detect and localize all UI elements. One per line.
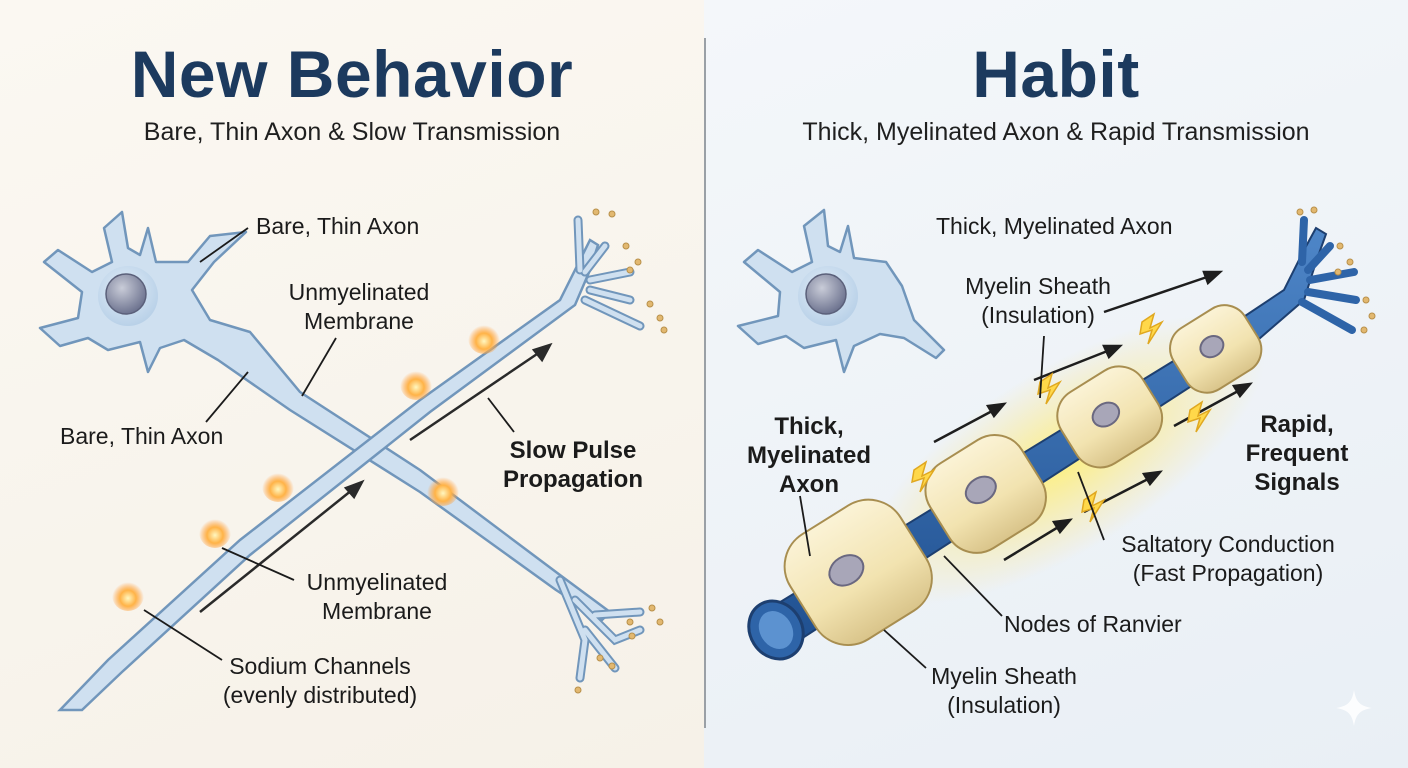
left-nucleus <box>105 273 147 315</box>
label-sodium-line2: (evenly distributed) <box>222 682 418 708</box>
myelin-segment-2 <box>924 434 1047 554</box>
label-unmyelinated-bottom-line2: Membrane <box>322 598 432 624</box>
label-myelin-bottom-line1: Myelin Sheath <box>931 663 1077 689</box>
myelin-segment-1 <box>783 498 933 647</box>
myelin-segment-4 <box>1169 304 1263 394</box>
label-rapid-line2: Frequent <box>1245 440 1349 467</box>
slow-pulse-arrows <box>199 342 553 613</box>
panel-divider <box>704 38 706 728</box>
label-slow-pulse-line2: Propagation <box>502 466 643 493</box>
left-subtitle: Bare, Thin Axon & Slow Transmission <box>143 118 561 146</box>
left-title: New Behavior <box>130 37 574 111</box>
label-slow-pulse-line1: Slow Pulse <box>509 437 637 464</box>
label-unmyelinated-top: Unmyelinated Membrane <box>274 278 444 336</box>
label-unmyelinated-top-line2: Membrane <box>304 308 414 334</box>
label-thick-left-line1: Thick, <box>774 413 844 440</box>
label-saltatory-conduction: Saltatory Conduction (Fast Propagation) <box>1096 530 1360 588</box>
label-bare-axon-left: Bare, Thin Axon <box>60 423 224 449</box>
label-thick-left-line2: Myelinated <box>746 442 872 469</box>
right-title: Habit <box>972 37 1140 111</box>
label-saltatory-line1: Saltatory Conduction <box>1121 531 1335 557</box>
sodium-channels <box>112 322 500 611</box>
rapid-signal-arrows <box>933 270 1253 562</box>
new-behavior-panel: New Behavior Bare, Thin Axon & Slow Tran… <box>38 37 668 712</box>
sparkle-icon <box>1336 690 1372 726</box>
habit-panel: Habit Thick, Myelinated Axon & Rapid Tra… <box>704 0 1408 768</box>
right-vesicle-dots <box>1296 206 1376 334</box>
right-leader-lines <box>799 335 1105 669</box>
thin-axon-illustration <box>38 208 668 712</box>
label-sodium-channels: Sodium Channels (evenly distributed) <box>200 652 440 710</box>
right-subtitle: Thick, Myelinated Axon & Rapid Transmiss… <box>802 118 1310 146</box>
thin-axon-rising <box>57 215 645 712</box>
left-leader-lines <box>143 227 515 661</box>
label-myelin-top: Myelin Sheath (Insulation) <box>958 272 1118 330</box>
label-saltatory-line2: (Fast Propagation) <box>1132 560 1324 586</box>
myelinated-axon-illustration <box>736 206 1376 669</box>
label-bare-axon-top: Bare, Thin Axon <box>256 213 420 239</box>
label-slow-pulse: Slow Pulse Propagation <box>488 436 658 494</box>
myelinated-axon <box>747 216 1360 661</box>
label-unmyelinated-top-line1: Unmyelinated <box>288 279 430 305</box>
label-myelin-top-line2: (Insulation) <box>981 302 1095 328</box>
label-rapid-line1: Rapid, <box>1260 411 1334 438</box>
label-sodium-line1: Sodium Channels <box>229 653 411 679</box>
label-myelin-bottom-line2: (Insulation) <box>947 692 1061 718</box>
label-unmyelinated-bottom: Unmyelinated Membrane <box>292 568 462 626</box>
label-rapid-line3: Signals <box>1254 469 1340 496</box>
label-thick-left-line3: Axon <box>779 471 839 498</box>
right-nucleus <box>805 273 847 315</box>
label-myelin-top-line1: Myelin Sheath <box>965 273 1111 299</box>
label-rapid-signals: Rapid, Frequent Signals <box>1232 410 1362 497</box>
left-neuron <box>38 210 612 622</box>
label-nodes-of-ranvier: Nodes of Ranvier <box>1004 611 1182 637</box>
label-thick-axon-top: Thick, Myelinated Axon <box>936 213 1173 239</box>
label-myelin-bottom: Myelin Sheath (Insulation) <box>924 662 1084 720</box>
myelin-segment-3 <box>1056 365 1164 469</box>
label-unmyelinated-bottom-line1: Unmyelinated <box>306 569 448 595</box>
vesicle-dots <box>574 208 668 694</box>
label-thick-myelinated-left: Thick, Myelinated Axon <box>734 412 884 499</box>
